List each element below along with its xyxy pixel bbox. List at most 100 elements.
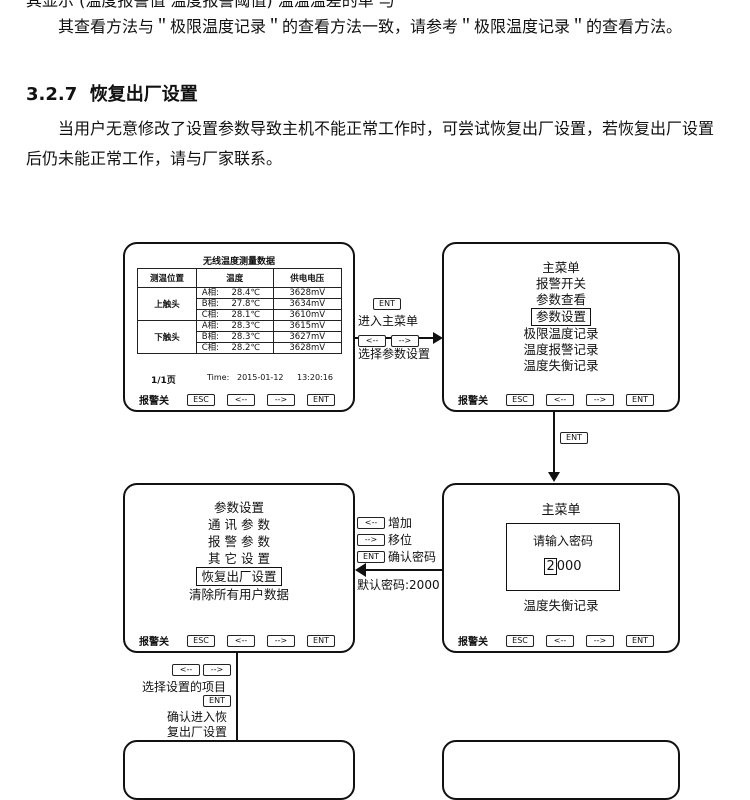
left-key[interactable]: <-- xyxy=(227,393,255,406)
menu-item-temp-alarm[interactable]: 温度报警记录 xyxy=(523,342,599,357)
page-indicator: 1/1页 xyxy=(151,376,176,386)
menu-item-clear-user-data[interactable]: 清除所有用户数据 xyxy=(188,587,289,602)
ent-key: ENT xyxy=(373,298,401,310)
left-key: <-- xyxy=(172,664,200,676)
table-header: 供电电压 xyxy=(272,268,343,288)
ent-key: ENT xyxy=(357,551,385,563)
esc-key[interactable]: ESC xyxy=(187,393,215,406)
menu-item-other-settings[interactable]: 其 它 设 置 xyxy=(208,551,270,566)
section-number: 3.2.7 xyxy=(26,84,78,105)
ent-key[interactable]: ENT xyxy=(626,634,654,647)
arrow-label: 选择设置的项目 xyxy=(142,680,227,694)
left-key: <-- xyxy=(357,517,385,529)
screen-main-menu: 主菜单 报警开关 参数查看 参数设置 极限温度记录 温度报警记录 温度失衡记录 … xyxy=(442,242,680,412)
arrow-head-down-icon xyxy=(548,472,560,482)
temp: 28.4℃ xyxy=(219,287,274,299)
screen-next-left xyxy=(123,740,355,800)
temp: 28.3℃ xyxy=(219,320,274,332)
password-cursor: 2 xyxy=(544,558,557,575)
menu-list: 主菜单 报警开关 参数查看 参数设置 极限温度记录 温度报警记录 温度失衡记录 xyxy=(444,260,678,374)
paragraph-factory-reset: 当用户无意修改了设置参数导致主机不能正常工作时，可尝试恢复出厂设置，若恢复出厂设… xyxy=(26,119,715,168)
menu-item-param-set[interactable]: 参数设置 xyxy=(530,308,591,326)
screen-title: 无线温度测量数据 xyxy=(202,257,275,267)
screen-measurement-data: 无线温度测量数据 测温位置 温度 供电电压 上触头 A相: 28.4℃ 3628… xyxy=(123,242,355,412)
menu-list: 参数设置 通 讯 参 数 报 警 参 数 其 它 设 置 恢复出厂设置 清除所有… xyxy=(125,499,353,603)
alarm-off-button[interactable]: 报警关 xyxy=(139,396,169,407)
menu-item-factory-reset[interactable]: 恢复出厂设置 xyxy=(196,567,282,586)
arrow-label: 确认进入恢 xyxy=(167,710,228,724)
esc-key[interactable]: ESC xyxy=(187,634,215,647)
screen-title: 主菜单 xyxy=(541,503,581,518)
menu-title: 参数设置 xyxy=(213,500,264,515)
group-name: 下触头 xyxy=(137,320,197,354)
voltage: 3610mV xyxy=(272,309,343,321)
menu-item-alarm-switch[interactable]: 报警开关 xyxy=(535,276,586,291)
left-key[interactable]: <-- xyxy=(546,634,574,647)
left-key[interactable]: <-- xyxy=(227,634,255,647)
default-password-note: 默认密码:2000 xyxy=(357,578,440,592)
right-key[interactable]: --> xyxy=(586,393,614,406)
right-key[interactable]: --> xyxy=(267,634,295,647)
right-key[interactable]: --> xyxy=(586,634,614,647)
phase: A相: xyxy=(196,287,219,299)
password-prompt: 请输入密码 xyxy=(532,534,593,548)
section-title: 恢复出厂设置 xyxy=(89,84,198,105)
table-header: 温度 xyxy=(196,268,274,288)
menu-item-extreme-temp[interactable]: 极限温度记录 xyxy=(523,326,599,341)
arrow-head-right-icon xyxy=(433,332,443,344)
group-name: 上触头 xyxy=(137,287,197,321)
ent-key: ENT xyxy=(560,432,588,444)
voltage: 3628mV xyxy=(272,287,343,299)
menu-item-comm-params[interactable]: 通 讯 参 数 xyxy=(208,517,270,532)
left-key: <-- xyxy=(358,335,386,347)
arrow-label: 确认密码 xyxy=(388,550,437,564)
arrow-label: 复出厂设置 xyxy=(167,725,228,739)
left-key[interactable]: <-- xyxy=(546,393,574,406)
arrow-label: 移位 xyxy=(388,533,413,547)
paragraph-view-method: 其查看方法与＂极限温度记录＂的查看方法一致，请参考＂极限温度记录＂的查看方法。 xyxy=(58,17,683,36)
voltage: 3628mV xyxy=(272,342,343,354)
arrow-label: 增加 xyxy=(388,516,413,530)
menu-item-alarm-params[interactable]: 报 警 参 数 xyxy=(208,534,270,549)
ent-key[interactable]: ENT xyxy=(307,393,335,406)
button-row: 报警关 ESC <-- --> ENT xyxy=(458,392,664,407)
measurement-table: 测温位置 温度 供电电压 上触头 A相: 28.4℃ 3628mV B相: 27… xyxy=(137,268,343,354)
arrow-head-left-icon xyxy=(355,563,366,577)
menu-item-temp-imbalance[interactable]: 温度失衡记录 xyxy=(523,358,599,373)
arrow-line xyxy=(365,569,442,571)
esc-key[interactable]: ESC xyxy=(506,634,534,647)
ent-key[interactable]: ENT xyxy=(307,634,335,647)
voltage: 3634mV xyxy=(272,298,343,310)
time-label: Time: xyxy=(207,373,230,382)
alarm-off-button[interactable]: 报警关 xyxy=(458,396,488,407)
phase: B相: xyxy=(196,331,219,343)
temp: 28.3℃ xyxy=(219,331,274,343)
menu-item-temp-imbalance: 温度失衡记录 xyxy=(523,598,599,613)
esc-key[interactable]: ESC xyxy=(506,393,534,406)
temp: 27.8℃ xyxy=(219,298,274,310)
arrow-line xyxy=(553,412,555,474)
clock: 13:20:16 xyxy=(297,373,333,382)
table-header: 测温位置 xyxy=(137,268,197,288)
cut-line: 其显示 (温度报警值 温度报警阈值) 温温温差的单 与 xyxy=(26,0,395,10)
button-row: 报警关 ESC <-- --> ENT xyxy=(139,633,339,648)
right-key: --> xyxy=(357,534,385,546)
button-row: 报警关 ESC <-- --> ENT xyxy=(139,392,339,407)
alarm-off-button[interactable]: 报警关 xyxy=(458,637,488,648)
temp: 28.2℃ xyxy=(219,342,274,354)
screen-parameter-settings: 参数设置 通 讯 参 数 报 警 参 数 其 它 设 置 恢复出厂设置 清除所有… xyxy=(123,483,355,653)
right-key[interactable]: --> xyxy=(267,393,295,406)
menu-item-param-view[interactable]: 参数查看 xyxy=(535,292,586,307)
date: 2015-01-12 xyxy=(237,373,284,382)
section-heading: 3.2.7 恢复出厂设置 xyxy=(26,80,198,106)
ent-key[interactable]: ENT xyxy=(626,393,654,406)
alarm-off-button[interactable]: 报警关 xyxy=(139,637,169,648)
menu-title: 主菜单 xyxy=(542,260,580,275)
phase: A相: xyxy=(196,320,219,332)
phase: B相: xyxy=(196,298,219,310)
arrow-label: 选择参数设置 xyxy=(358,347,431,361)
temp: 28.1℃ xyxy=(219,309,274,321)
screen-next-right xyxy=(442,740,680,800)
